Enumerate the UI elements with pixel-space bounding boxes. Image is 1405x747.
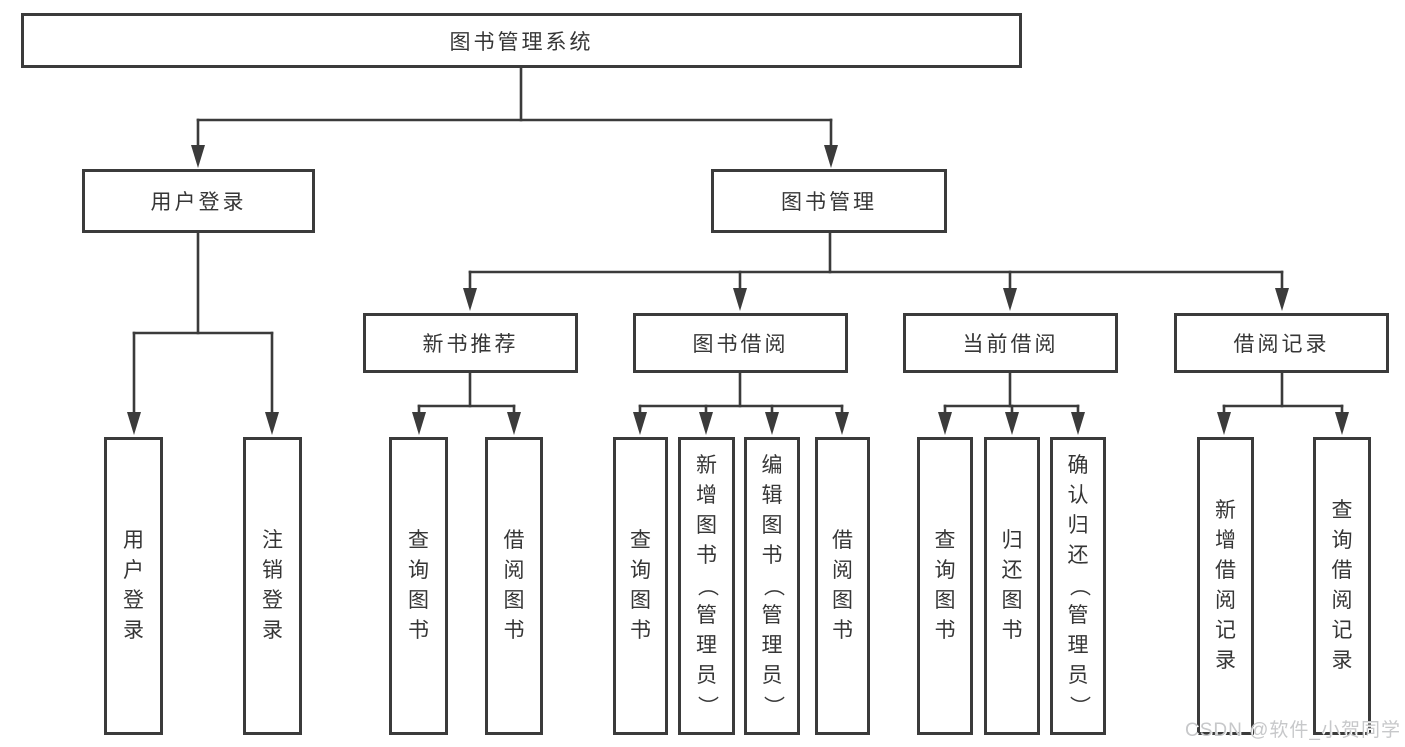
leaf-add-borrow-record: 新增借阅记录 xyxy=(1197,437,1254,735)
leaf-borrow-books: 借阅图书 xyxy=(815,437,870,735)
node-book-borrowing: 图书借阅 xyxy=(633,313,848,373)
watermark: CSDN @软件_小贺同学 xyxy=(1185,720,1401,741)
leaf-query-borrow-record: 查询借阅记录 xyxy=(1313,437,1371,735)
leaf-edit-book-admin: 编辑图书（管理员） xyxy=(744,437,800,735)
leaf-add-book-admin: 新增图书（管理员） xyxy=(678,437,735,735)
leaf-borrow-books-recommend: 借阅图书 xyxy=(485,437,543,735)
node-new-book-recommend: 新书推荐 xyxy=(363,313,578,373)
node-book-management: 图书管理 xyxy=(711,169,947,233)
node-borrowing-records: 借阅记录 xyxy=(1174,313,1389,373)
leaf-logout: 注销登录 xyxy=(243,437,302,735)
leaf-confirm-return-admin: 确认归还（管理员） xyxy=(1050,437,1106,735)
leaf-return-book: 归还图书 xyxy=(984,437,1040,735)
leaf-query-books-borrow: 查询图书 xyxy=(613,437,668,735)
node-root-library-system: 图书管理系统 xyxy=(21,13,1022,68)
leaf-query-books-current: 查询图书 xyxy=(917,437,973,735)
node-current-borrowing: 当前借阅 xyxy=(903,313,1118,373)
node-user-login: 用户登录 xyxy=(82,169,315,233)
leaf-query-books-recommend: 查询图书 xyxy=(389,437,448,735)
leaf-user-login: 用户登录 xyxy=(104,437,163,735)
